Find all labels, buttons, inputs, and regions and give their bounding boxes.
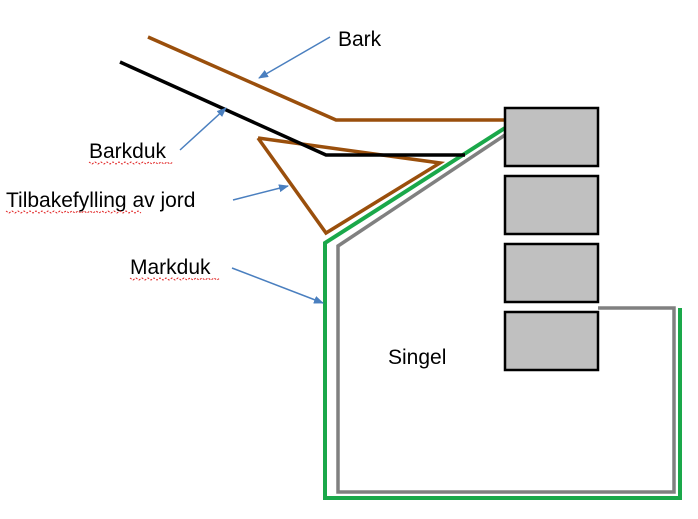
arrow-markduk <box>231 267 324 304</box>
soil-backfill-shape <box>256 136 446 236</box>
barkduk-line <box>119 60 465 157</box>
markduk-line <box>323 126 682 500</box>
label-singel: Singel <box>388 346 446 369</box>
spellcheck-underline <box>129 277 221 281</box>
inner-gravel-boundary <box>336 133 676 494</box>
stone-block <box>503 310 600 372</box>
arrow-tilbakefylling <box>232 184 289 201</box>
stone-block <box>503 106 600 168</box>
label-tilbakefylling: Tilbakefylling av jord <box>6 189 195 212</box>
label-barkduk: Barkduk <box>89 140 167 163</box>
label-markduk: Markduk <box>130 256 211 279</box>
stone-block <box>503 242 600 304</box>
spellcheck-underline <box>88 161 174 165</box>
label-bark: Bark <box>338 28 382 51</box>
stone-block <box>503 174 600 236</box>
arrow-barkduk <box>179 107 227 151</box>
spellcheck-underline <box>5 210 142 214</box>
bark-line <box>147 35 505 122</box>
arrow-bark <box>258 36 331 79</box>
